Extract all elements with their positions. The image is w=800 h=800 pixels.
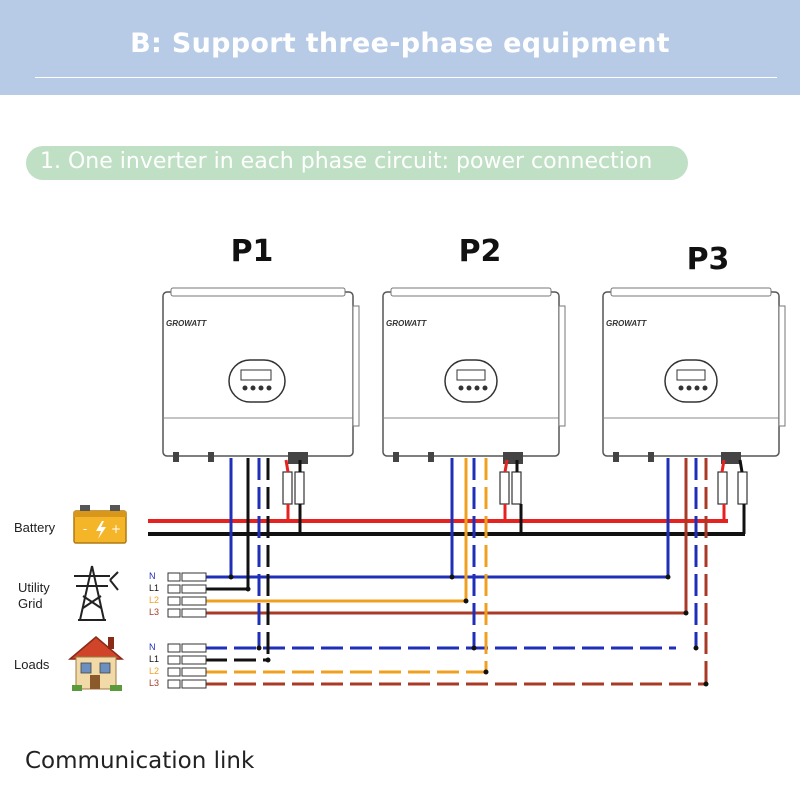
house-icon: [67, 636, 125, 691]
utility-grid-label-line1: Utility: [18, 580, 50, 595]
grid-wire-tag-l1: L1: [149, 583, 160, 593]
communication-link-heading: Communication link: [25, 748, 255, 774]
inverter-p2: [382, 287, 566, 464]
inverter-p2-title: P2: [458, 234, 502, 269]
inverter-display-icon: [228, 359, 286, 403]
grid-wires: [205, 575, 686, 615]
grid-terminal-block: [167, 572, 207, 618]
load-wire-tag-l1: L1: [149, 654, 160, 664]
load-terminal-block: [167, 643, 207, 689]
header-banner: B: Support three-phase equipment: [0, 0, 800, 95]
grid-wire-tag-n: N: [149, 571, 156, 581]
inverter-display-icon: [444, 359, 498, 403]
inverter-p3-title: P3: [686, 242, 730, 277]
inverter-p1-brand: GROWATT: [166, 319, 207, 328]
load-wire-tag-n: N: [149, 642, 156, 652]
header-divider: [35, 77, 777, 78]
svg-text:+: +: [111, 522, 121, 536]
section-title: 1. One inverter in each phase circuit: p…: [40, 149, 653, 174]
inverter-p1-title: P1: [230, 234, 274, 269]
loads-label: Loads: [14, 657, 50, 672]
inverter-p2-brand: GROWATT: [386, 319, 427, 328]
battery-label: Battery: [14, 520, 56, 535]
utility-grid-label-line2: Grid: [18, 596, 43, 611]
grid-wire-tag-l3: L3: [149, 607, 160, 617]
load-wire-tag-l2: L2: [149, 666, 160, 676]
load-wire-tag-l3: L3: [149, 678, 160, 688]
breaker-p2: [499, 471, 522, 505]
load-wires: [205, 646, 706, 686]
inverter-p1: [162, 287, 360, 464]
inverter-display-icon: [664, 359, 718, 403]
svg-text:-: -: [83, 522, 87, 536]
breaker-p1: [282, 471, 305, 505]
section-pill: [26, 146, 688, 180]
utility-tower-icon: [74, 565, 119, 621]
battery-icon: - +: [73, 505, 127, 544]
inverter-p3: [602, 287, 786, 464]
grid-wire-tag-l2: L2: [149, 595, 160, 605]
header-title: B: Support three-phase equipment: [130, 28, 670, 59]
inverter-p3-brand: GROWATT: [606, 319, 647, 328]
breaker-p3: [717, 471, 748, 505]
